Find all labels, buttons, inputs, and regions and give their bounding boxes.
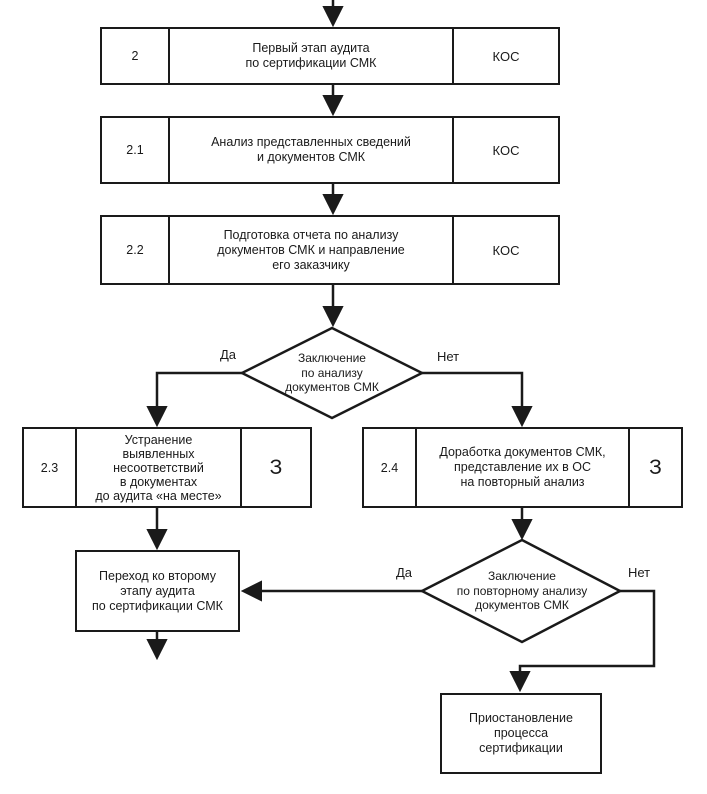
process-box-step24: 2.4 Доработка документов СМК, представле… [362, 427, 683, 508]
step21-number: 2.1 [102, 118, 170, 182]
decision1-diamond [239, 326, 425, 420]
connector-decision1-yes-to-step23 [146, 371, 242, 428]
process-box-step21: 2.1 Анализ представленных сведений и док… [100, 116, 560, 184]
step24-responsible: З [628, 429, 681, 506]
step23-label: Устранение выявленных несоответствий в д… [95, 432, 222, 503]
step23-responsible: З [240, 429, 310, 506]
process-box-step22: 2.2 Подготовка отчета по анализу докумен… [100, 215, 560, 285]
step24-number: 2.4 [364, 429, 417, 506]
decision1-no-label: Нет [437, 349, 460, 364]
step21-responsible: КОС [452, 118, 558, 182]
step22-responsible: КОС [452, 217, 558, 283]
connector-decision2-no-to-suspension [509, 589, 656, 693]
process-box-suspension: Приостановление процесса сертификации [440, 693, 602, 774]
step21-label: Анализ представленных сведений и докумен… [211, 135, 411, 164]
process-box-step2: 2 Первый этап аудита по сертификации СМК… [100, 27, 560, 85]
step22-number: 2.2 [102, 217, 170, 283]
decision2-diamond [419, 538, 623, 644]
step2-number: 2 [102, 29, 170, 83]
decision2-yes-label: Да [396, 565, 413, 580]
step2-label: Первый этап аудита по сертификации СМК [245, 41, 377, 70]
decision1-yes-label: Да [220, 347, 237, 362]
step2-responsible: КОС [452, 29, 558, 83]
step22-label: Подготовка отчета по анализу документов … [217, 227, 405, 272]
process-box-transition: Переход ко второму этапу аудита по серти… [75, 550, 240, 632]
step24-label: Доработка документов СМК, представление … [439, 445, 606, 489]
step23-number: 2.3 [24, 429, 77, 506]
process-box-step23: 2.3 Устранение выявленных несоответствий… [22, 427, 312, 508]
decision2-no-label: Нет [628, 565, 651, 580]
connector-decision1-no-to-step24 [422, 371, 533, 428]
